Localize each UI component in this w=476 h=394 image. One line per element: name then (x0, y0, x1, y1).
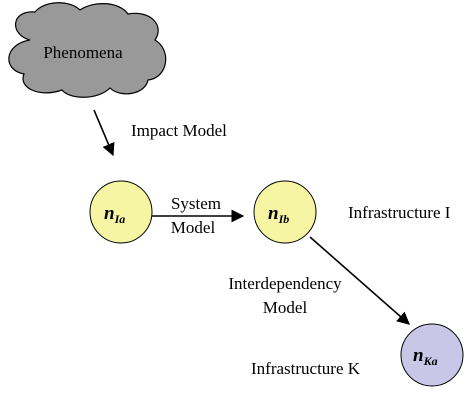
phenomena-cloud-shape (8, 2, 167, 98)
system-model-label-line2: Model (171, 218, 216, 237)
impact-model-label: Impact Model (131, 121, 227, 140)
node-ib-circle (253, 180, 317, 244)
node-ib-label: nIb (268, 203, 289, 226)
node-ia-circle (89, 180, 153, 244)
infrastructure-i-label: Infrastructure I (348, 203, 451, 222)
impact-arrow (93, 109, 115, 157)
node-ka-label: nKa (413, 345, 438, 368)
phenomena-cloud: Phenomena (8, 2, 167, 98)
node-ia: nIa (89, 180, 153, 244)
infrastructure-k-label: Infrastructure K (251, 359, 361, 378)
interdependency-arrow (309, 236, 410, 325)
node-ka-circle (400, 323, 464, 387)
phenomena-label: Phenomena (43, 43, 123, 62)
node-ka: nKa (400, 323, 464, 387)
node-ia-label: nIa (104, 203, 125, 226)
interdependency-model-label-line1: Interdependency (228, 274, 342, 293)
interdependency-model-label-line2: Model (263, 298, 308, 317)
node-ib: nIb (253, 180, 317, 244)
system-model-label-line1: System (171, 194, 221, 213)
